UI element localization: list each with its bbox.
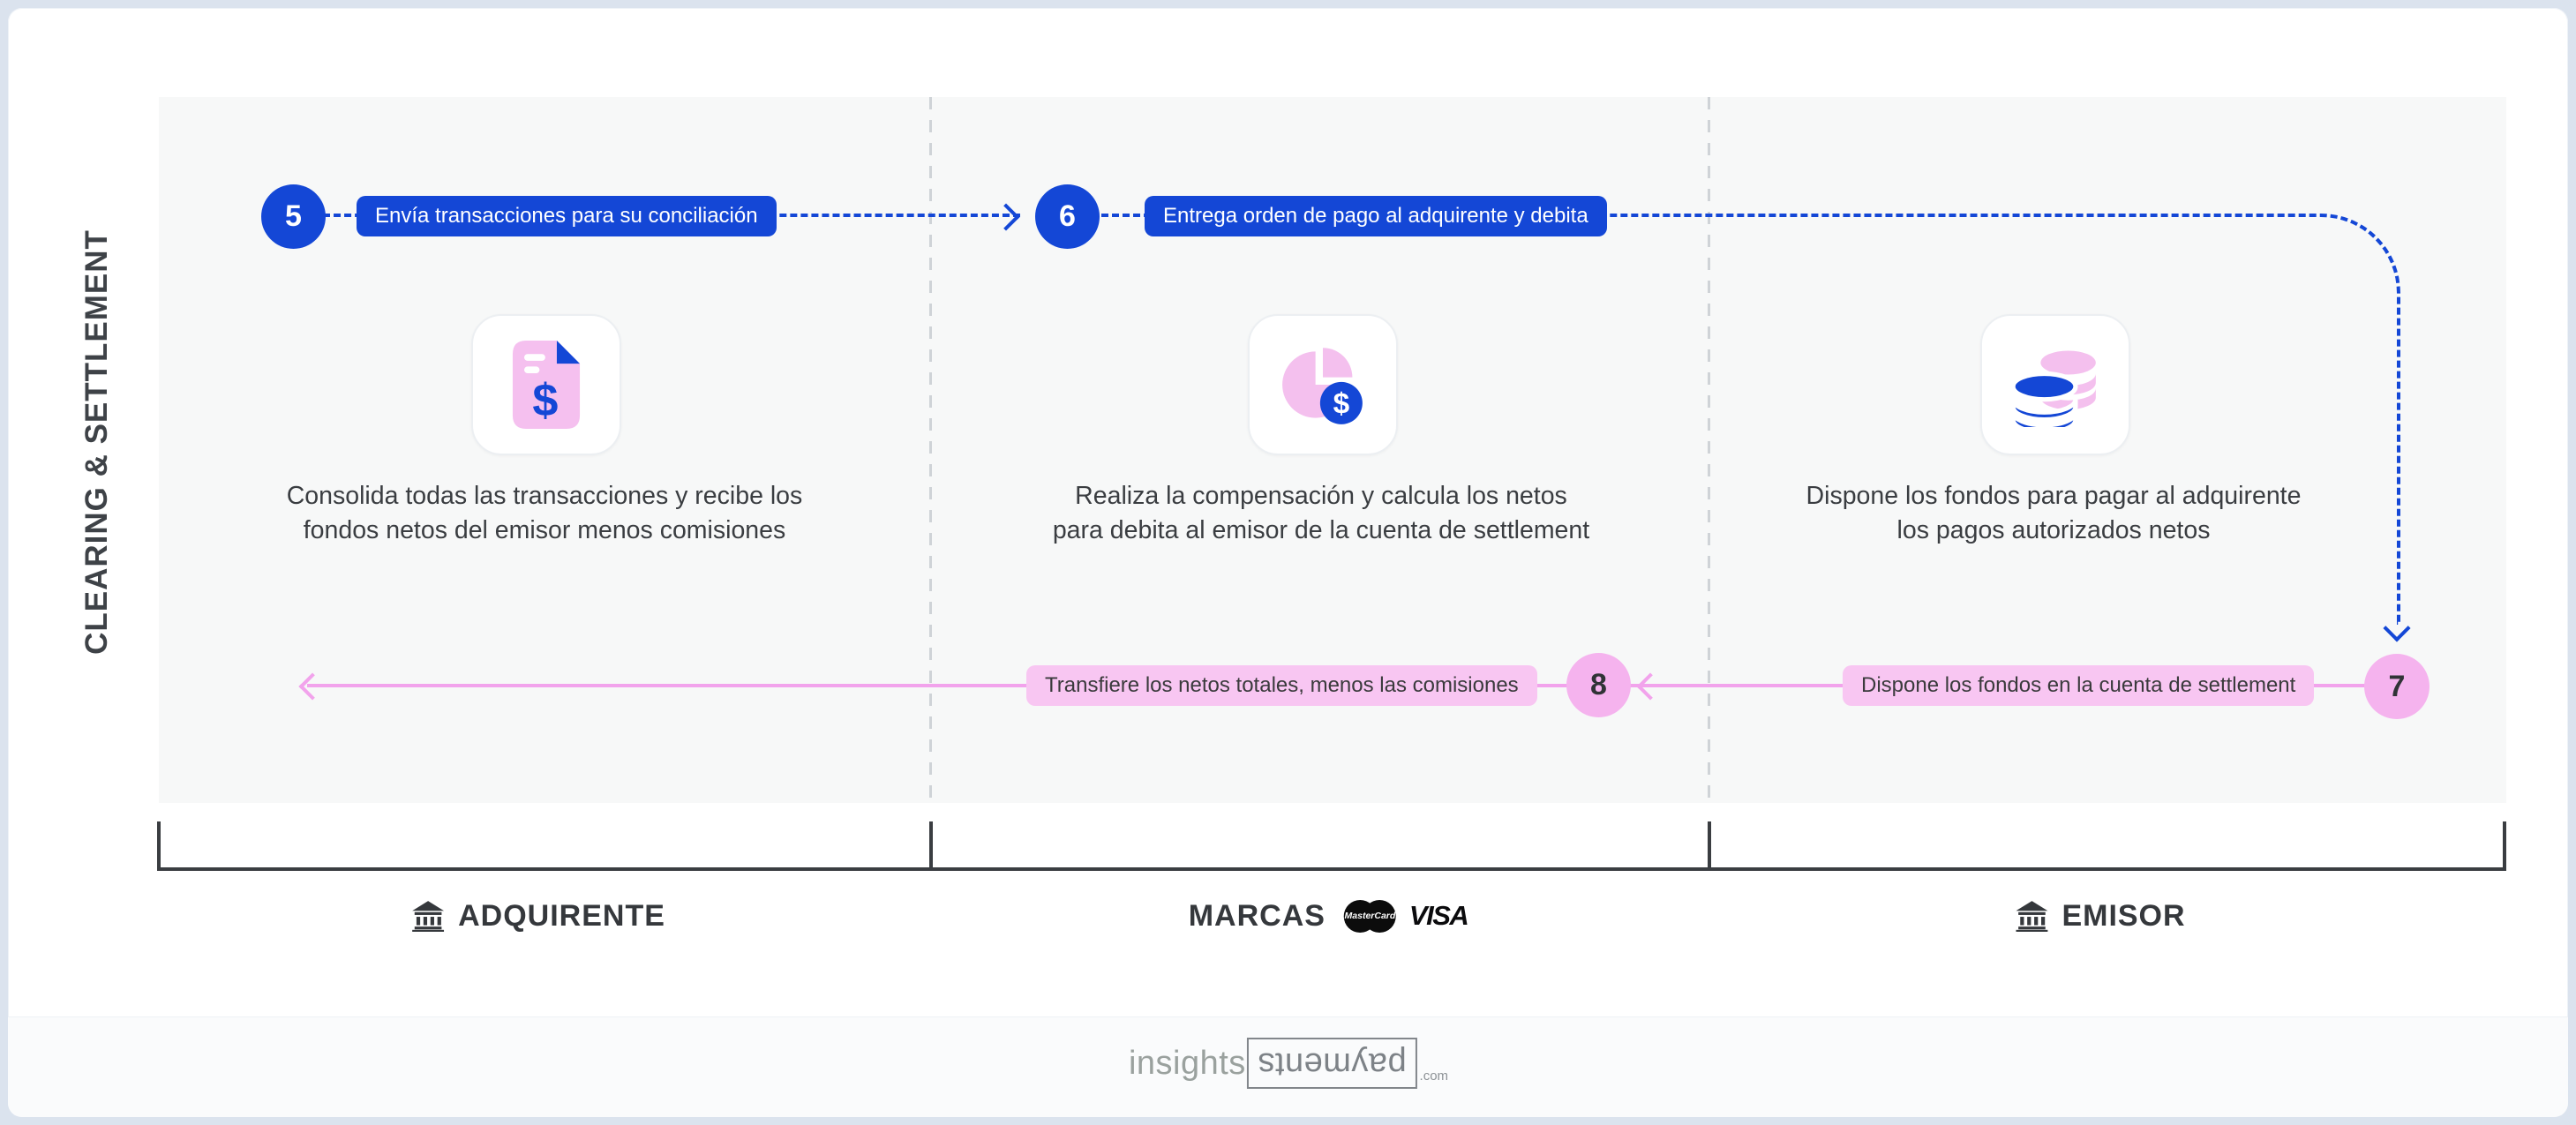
footer-logo-payments-text: payments [1257, 1045, 1407, 1083]
footer-band [8, 1016, 2568, 1117]
section-label-text: MARCAS [1188, 898, 1326, 933]
step-8-circle: 8 [1566, 653, 1631, 717]
axis-tick [157, 821, 161, 869]
footer-logo-domain-text: .com [1419, 1069, 1449, 1084]
column-divider-right [1708, 97, 1710, 803]
section-label-acquirer: ADQUIRENTE [411, 894, 665, 938]
section-axis-line [157, 867, 2506, 871]
bank-icon [2016, 901, 2048, 932]
footer-logo-payments-box: payments [1246, 1038, 1417, 1089]
pie-chart-dollar-icon: $ [1282, 348, 1363, 424]
coin-stack-icon [2011, 350, 2096, 427]
bank-icon [412, 901, 445, 932]
mastercard-circle-right [1363, 899, 1396, 933]
mastercard-wordmark: MasterCard [1344, 911, 1396, 921]
issuer-description: Dispone los fondos para pagar al adquire… [1806, 482, 2302, 544]
invoice-document-icon: $ [512, 341, 581, 429]
step-7-number: 7 [2388, 669, 2406, 703]
step-7-label-pill: Dispone los fondos en la cuenta de settl… [1843, 665, 2315, 706]
footer-logo-insights-text: insights [1128, 1044, 1246, 1082]
section-label-text: EMISOR [2062, 898, 2186, 933]
svg-text:$: $ [532, 375, 558, 426]
dotted-arrow-6-to-7 [1101, 214, 2400, 625]
icon-card-acquirer: $ [471, 314, 621, 455]
clearing-settlement-title: CLEARING & SETTLEMENT [79, 229, 114, 655]
step-6-label-pill: Entrega orden de pago al adquirente y de… [1145, 196, 1607, 236]
column-divider-left [929, 97, 932, 803]
section-label-issuer: EMISOR [2015, 894, 2185, 938]
svg-text:$: $ [1333, 387, 1350, 420]
step-8-number: 8 [1590, 668, 1607, 701]
step-7-circle: 7 [2364, 654, 2430, 719]
visa-logo: VISA [1408, 900, 1469, 931]
section-label-text: ADQUIRENTE [458, 898, 665, 933]
content-card: CLEARING & SETTLEMENT 5 Envía transaccio… [8, 8, 2568, 1117]
brands-description: Realiza la compensación y calcula los ne… [1052, 482, 1590, 544]
icon-card-brands: $ [1248, 314, 1398, 455]
mastercard-logo: MasterCard [1343, 899, 1396, 933]
step-6-number: 6 [1059, 199, 1076, 233]
axis-tick [929, 821, 933, 869]
step-5-number: 5 [285, 199, 302, 233]
section-label-brands: MARCAS MasterCard VISA [1188, 894, 1469, 938]
axis-tick [2503, 821, 2506, 869]
step-8-label-pill: Transfiere los netos totales, menos las … [1026, 665, 1537, 706]
step-5-circle: 5 [261, 184, 326, 249]
axis-tick [1708, 821, 1711, 869]
step-6-circle: 6 [1035, 184, 1100, 249]
acquirer-description: Consolida todas las transacciones y reci… [286, 482, 803, 544]
icon-card-issuer [1980, 314, 2130, 455]
step-5-label-pill: Envía transacciones para su conciliación [357, 196, 777, 236]
footer-logo: insights payments .com [1129, 1038, 1448, 1089]
